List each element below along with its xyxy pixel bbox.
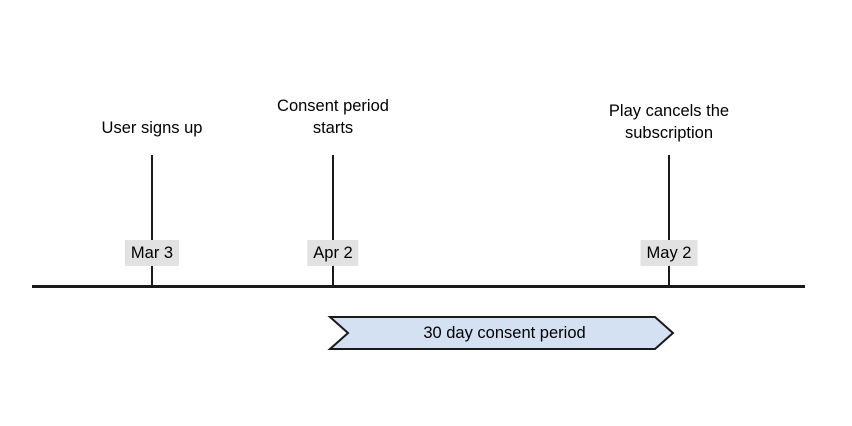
event-tick-consent-period-starts: [332, 155, 334, 286]
chevron-banner-shape: [327, 316, 675, 350]
timeline-axis: [32, 285, 805, 288]
event-label-user-signs-up: User signs up: [101, 119, 203, 137]
event-label-consent-period-starts: Consent period starts: [277, 95, 389, 139]
event-tick-play-cancels-subscription: [668, 155, 670, 286]
consent-period-banner-label: 30 day consent period: [423, 323, 586, 342]
event-date-user-signs-up: Mar 3: [124, 240, 180, 266]
event-label-play-cancels-subscription: Play cancels the subscription: [609, 100, 729, 144]
event-date-play-cancels-subscription: May 2: [640, 240, 698, 266]
event-date-consent-period-starts: Apr 2: [307, 240, 359, 266]
chevron-banner-polygon: [327, 316, 675, 350]
consent-period-banner: 30 day consent period: [327, 316, 675, 350]
event-label-line-1: Play cancels the: [608, 102, 730, 120]
event-label-line-1: Consent period: [277, 97, 389, 115]
event-tick-user-signs-up: [151, 155, 153, 286]
event-label-line-2: subscription: [624, 124, 714, 142]
event-label-line-2: starts: [312, 119, 354, 137]
